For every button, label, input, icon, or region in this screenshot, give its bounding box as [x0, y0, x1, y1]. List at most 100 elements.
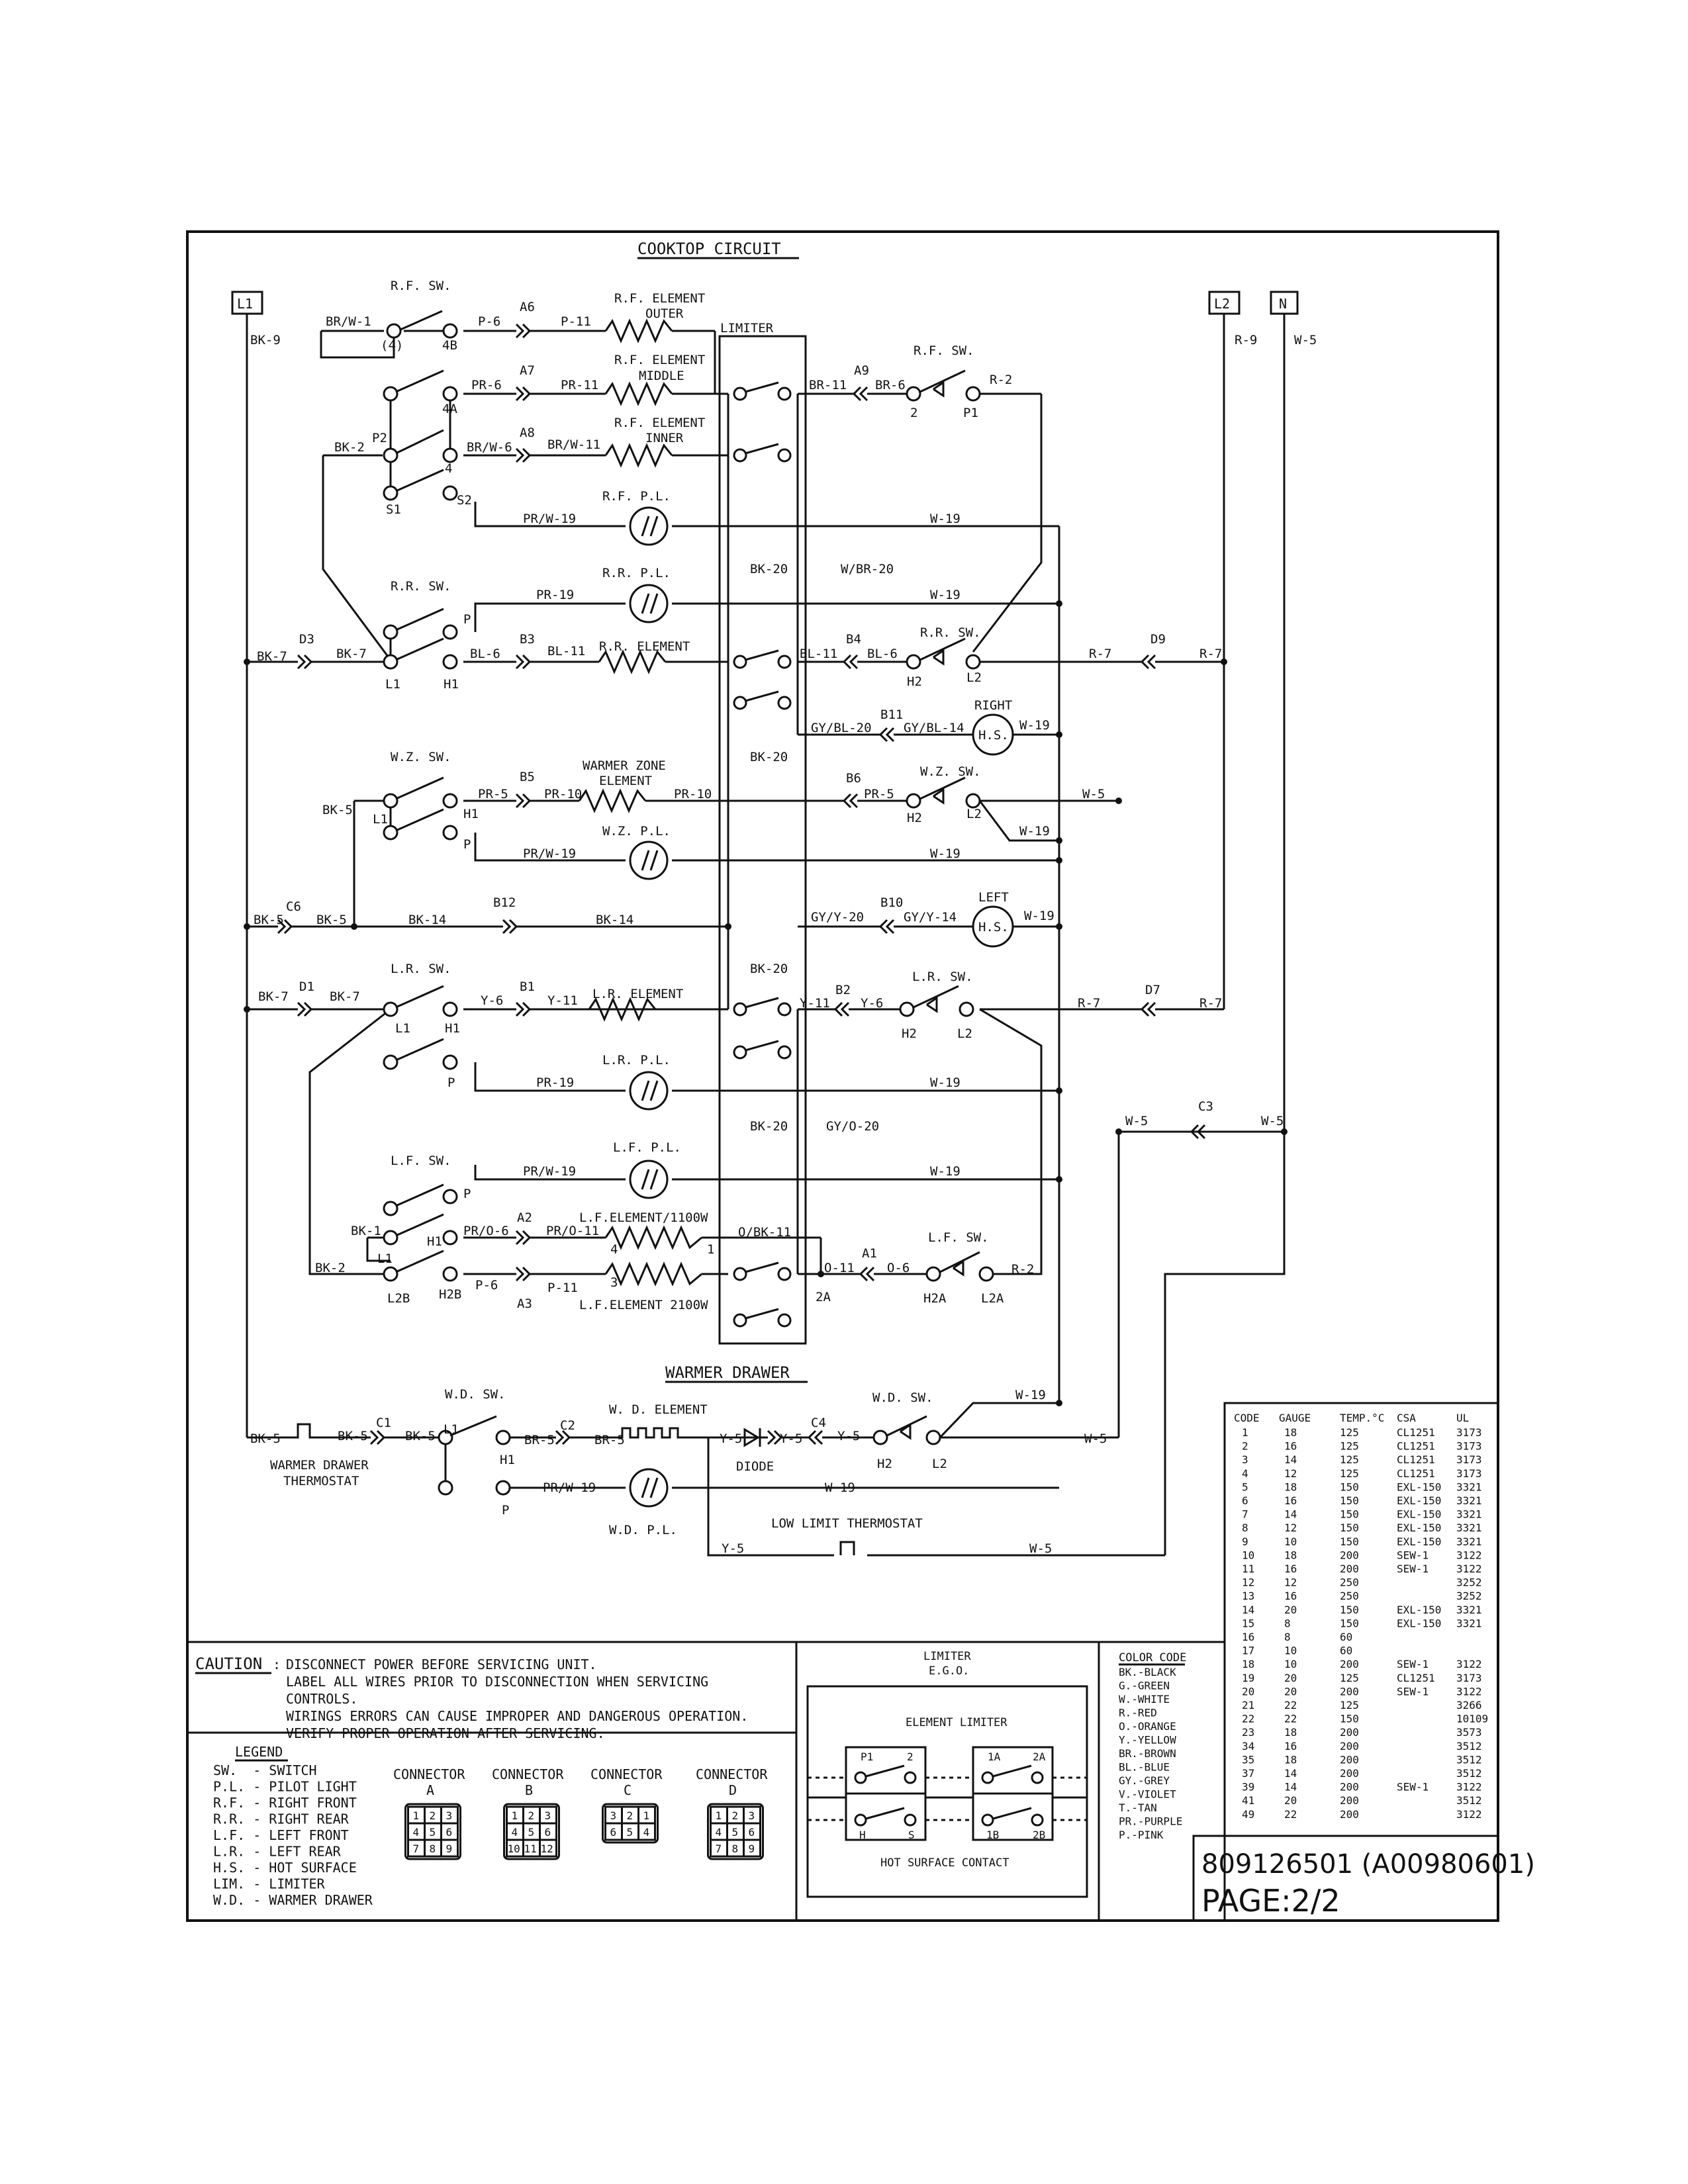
wire-label: L1 — [373, 812, 388, 827]
connector-pin-number: 7 — [413, 1843, 420, 1855]
rr-element — [598, 649, 667, 674]
limiter-panel-symbols — [808, 1746, 1087, 1841]
lim-p1: P1 — [861, 1751, 873, 1763]
wire-label: BK-5 — [316, 913, 347, 927]
wire-table-cell: 41 — [1242, 1794, 1254, 1807]
caution-line-3: CONTROLS. — [286, 1691, 357, 1707]
wire-label: Y-5 — [780, 1432, 802, 1446]
rf-switch-right-label: R.F. SW. — [914, 343, 974, 358]
left-hs-label: H.S. — [978, 920, 1009, 934]
connector-title: CONNECTOR — [492, 1766, 564, 1782]
wire-label: Y-6 — [861, 996, 883, 1011]
wire-label: C4 — [811, 1416, 826, 1430]
wire-table-cell: CL1251 — [1397, 1426, 1435, 1439]
wire-table-cell: EXL-150 — [1397, 1508, 1441, 1521]
wire-label: D3 — [299, 632, 314, 647]
wire-label: BL-11 — [547, 644, 585, 659]
connector-housing — [707, 1803, 764, 1860]
wire-label: R-7 — [1199, 996, 1222, 1011]
connector-housing — [404, 1803, 461, 1860]
wire-label: W-5 — [1082, 787, 1105, 801]
wd-thermostat-sub: THERMOSTAT — [283, 1474, 359, 1488]
connector-pin-number: 6 — [749, 1826, 755, 1839]
wire-label: W-19 — [930, 588, 961, 602]
left-hs-title: LEFT — [978, 890, 1009, 905]
wire-table-header: GAUGE — [1279, 1412, 1311, 1424]
legend-title: LEGEND — [235, 1744, 283, 1760]
wire-table-cell: SEW-1 — [1397, 1685, 1429, 1698]
wire-table-cell: 12 — [1284, 1467, 1297, 1480]
wire-table-cell: CL1251 — [1397, 1440, 1435, 1453]
wire-label: B1 — [520, 979, 535, 994]
wire-label: P-11 — [561, 314, 591, 329]
wire-table-cell: 3321 — [1456, 1535, 1482, 1548]
wire-label: B2 — [835, 983, 851, 997]
wire-label: P2 — [372, 431, 387, 445]
wd-pilot-light-label: W.D. P.L. — [609, 1523, 677, 1537]
wire-table-cell: 200 — [1340, 1549, 1359, 1561]
wire-label: GY/O-20 — [826, 1119, 879, 1134]
wire-table-cell: 125 — [1340, 1467, 1359, 1480]
wire-table-cell: 3321 — [1456, 1508, 1482, 1521]
lim-2: 2 — [907, 1751, 914, 1763]
lim-2a: 2A — [1033, 1751, 1046, 1763]
wire-label: W-5 — [1294, 333, 1317, 347]
wire-table-cell: 200 — [1340, 1781, 1359, 1794]
wire-table-cell: 3173 — [1456, 1440, 1482, 1453]
wire-label: BK-7 — [258, 989, 289, 1004]
wire-table-cell: 18 — [1284, 1726, 1297, 1739]
wire-label: H1 — [463, 807, 479, 821]
wire-table-cell: 3122 — [1456, 1685, 1482, 1698]
legend-item: LIM. - LIMITER — [213, 1876, 326, 1892]
lr-pilot-light-label: L.R. P.L. — [602, 1053, 671, 1068]
wire-label: A3 — [517, 1297, 532, 1311]
junction-dots — [244, 600, 1288, 1406]
wire-label: R-2 — [1011, 1262, 1034, 1277]
wire-label: L2 — [932, 1457, 947, 1471]
wire-table-cell: 200 — [1340, 1794, 1359, 1807]
wire-table-cell: 22 — [1242, 1713, 1254, 1725]
wire-label: Y-5 — [720, 1432, 742, 1446]
wire-label: L2B — [387, 1291, 410, 1306]
wire-table-cell: 3321 — [1456, 1480, 1482, 1493]
wire-label: Y-5 — [837, 1429, 860, 1443]
wire-label: BK-20 — [750, 750, 788, 764]
wire-label: W/BR-20 — [841, 562, 894, 576]
wire-table-cell: 20 — [1284, 1604, 1297, 1616]
wire-table-cell: CL1251 — [1397, 1672, 1435, 1684]
wire-label: A6 — [520, 300, 535, 314]
wire-label: A8 — [520, 426, 535, 440]
wire-label: GY/BL-20 — [811, 721, 872, 735]
wire-label: PR/W-19 — [523, 846, 576, 861]
cooktop-circuit-title: COOKTOP CIRCUIT — [637, 240, 781, 258]
wire-label: P-6 — [478, 314, 500, 329]
wire-label: L1 — [385, 677, 400, 692]
rf-element-outer-sub: OUTER — [645, 306, 684, 321]
connector-pin-number: 1 — [413, 1809, 420, 1822]
connector-pin-number: 5 — [430, 1826, 436, 1839]
wire-label: C2 — [560, 1418, 575, 1433]
wire-table-cell: 22 — [1284, 1699, 1297, 1711]
color-code-item: Y.-YELLOW — [1119, 1734, 1176, 1747]
wire-table-cell: 3512 — [1456, 1753, 1482, 1766]
wd-switch-label: W.D. SW. — [445, 1387, 506, 1402]
wire-label: Y-5 — [722, 1541, 744, 1556]
wire-label: BK-14 — [596, 913, 633, 927]
wire-table-cell: EXL-150 — [1397, 1480, 1441, 1493]
wire-label: 1 — [707, 1242, 714, 1257]
wire-label: W-19 — [1019, 824, 1050, 839]
wire-label: BR-11 — [809, 378, 847, 392]
wire-table-cell: 3173 — [1456, 1672, 1482, 1684]
right-hot-surface — [972, 713, 1014, 756]
connector-pin-number: 2 — [732, 1809, 739, 1822]
wire-label: B10 — [880, 895, 903, 910]
wire-table-cell: 23 — [1242, 1726, 1254, 1739]
limiter-panel-title: LIMITER — [923, 1650, 971, 1663]
wire-label: A2 — [517, 1210, 532, 1225]
wire-label: P — [502, 1503, 509, 1518]
wire-label: BK-7 — [330, 989, 360, 1004]
connector-housing — [503, 1803, 560, 1860]
legend-item: L.R. - LEFT REAR — [213, 1844, 342, 1860]
lf-wiring — [366, 1165, 1059, 1275]
wire-table-cell: 125 — [1340, 1699, 1359, 1711]
